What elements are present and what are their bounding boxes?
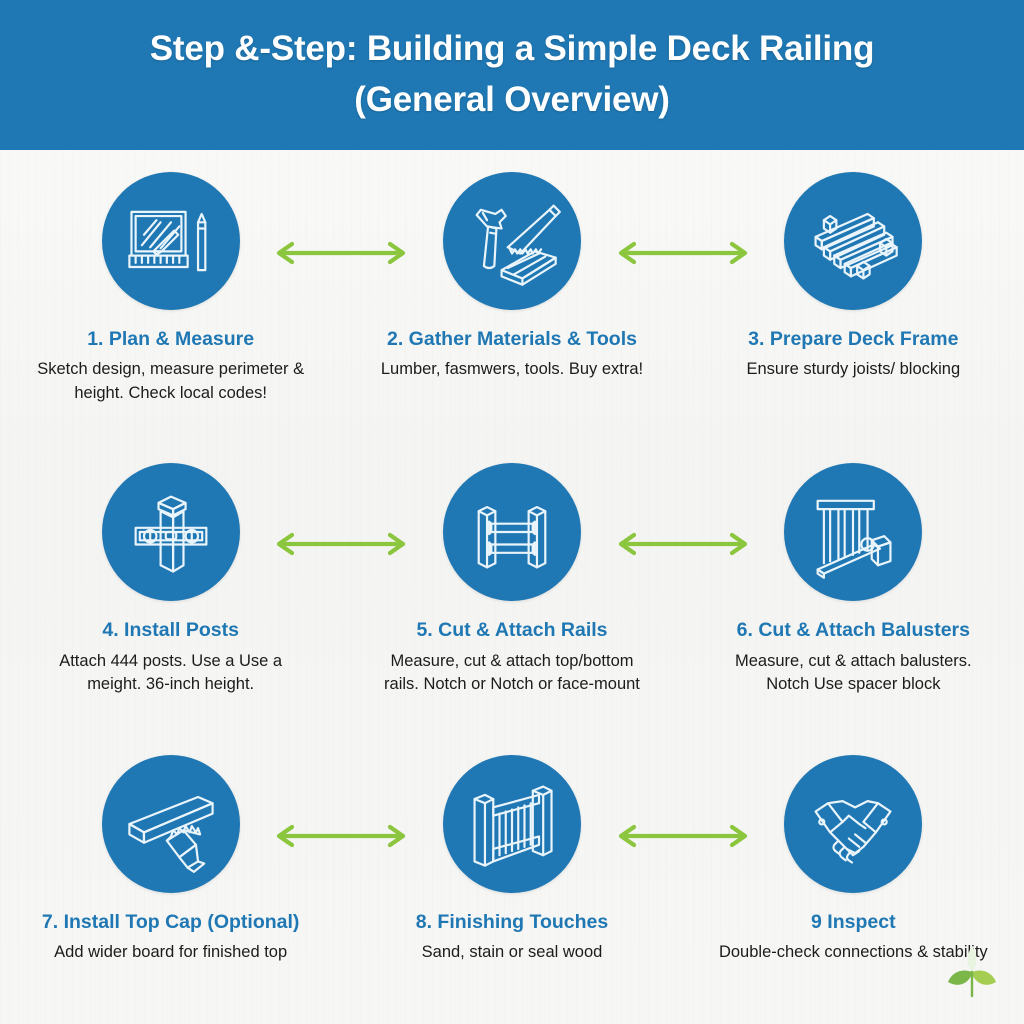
step-1-title: 1. Plan & Measure — [87, 328, 255, 350]
page-title: Step &-Step: Building a Simple Deck Rail… — [110, 24, 915, 126]
step-card-1[interactable]: 1. Plan & Measure Sketch design, measure… — [0, 150, 406, 441]
step-card-5[interactable]: 5. Cut & Attach Rails Measure, cut & att… — [341, 441, 747, 732]
blueprint-ruler-pencil-icon — [127, 210, 207, 272]
step-1-icon-circle — [101, 172, 240, 310]
page-title-line-1: Step &-Step: Building a Simple Deck Rail… — [149, 29, 875, 69]
leaf-logo-icon — [948, 946, 996, 998]
handshake-icon — [814, 799, 892, 864]
two-posts-with-rails-icon — [477, 506, 547, 569]
step-5-title: 5. Cut & Attach Rails — [416, 619, 608, 642]
step-3-description: Ensure sturdy joists/ blocking — [746, 360, 961, 379]
step-card-2[interactable]: 2. Gather Materials & Tools Lumber, fasm… — [341, 150, 747, 441]
step-2-icon-circle — [442, 172, 581, 310]
step-8-title: 8. Finishing Touches — [415, 910, 609, 933]
hammer-saw-lumber-icon — [475, 204, 561, 286]
step-card-9[interactable]: 9 Inspect Double-check connections & sta… — [683, 733, 1024, 1024]
step-6-icon-circle — [784, 463, 923, 602]
step-8-icon-circle — [442, 754, 581, 893]
post-with-level-icon — [134, 495, 208, 573]
finished-railing-icon — [473, 785, 553, 867]
page-title-line-2: (General Overview) — [354, 80, 670, 119]
step-2-description: Lumber, fasmwers, tools. Buy extra! — [380, 360, 644, 379]
step-9-description: Double-check connections & stability — [718, 943, 988, 962]
top-cap-board-brush-icon — [127, 795, 214, 873]
step-6-description: Measure, cut & attach balusters. Notch U… — [735, 651, 972, 694]
step-card-3[interactable]: 3. Prepare Deck Frame Ensure sturdy jois… — [683, 150, 1024, 441]
step-card-6[interactable]: 6. Cut & Attach Balusters Measure, cut &… — [683, 441, 1024, 732]
step-card-8[interactable]: 8. Finishing Touches Sand, stain or seal… — [341, 733, 747, 1024]
step-5-icon-circle — [442, 463, 581, 602]
step-9-icon-circle — [784, 754, 923, 893]
step-9-title: 9 Inspect — [811, 910, 896, 933]
step-4-icon-circle — [101, 463, 240, 602]
step-4-title: 4. Install Posts — [102, 619, 239, 642]
step-card-4[interactable]: 4. Install Posts Attach 444 posts. Use a… — [0, 441, 406, 732]
step-7-description: Add wider board for finished top — [54, 943, 288, 962]
step-6-title: 6. Cut & Attach Balusters — [736, 619, 970, 642]
step-5-description: Measure, cut & attach top/bottom rails. … — [384, 651, 640, 694]
step-7-title: 7. Install Top Cap (Optional) — [41, 910, 300, 933]
step-1-description: Sketch design, measure perimeter & heigh… — [37, 360, 305, 402]
step-card-7[interactable]: 7. Install Top Cap (Optional) Add wider … — [0, 733, 406, 1024]
brand-logo — [942, 942, 1002, 1002]
step-3-title: 3. Prepare Deck Frame — [748, 328, 959, 350]
step-2-title: 2. Gather Materials & Tools — [387, 328, 637, 350]
header-banner: Step &-Step: Building a Simple Deck Rail… — [0, 0, 1024, 150]
balusters-spacer-block-icon — [816, 500, 892, 580]
deck-joists-icon — [814, 212, 899, 280]
step-4-description: Attach 444 posts. Use a Use a meight. 36… — [59, 651, 283, 694]
step-7-icon-circle — [101, 754, 240, 893]
step-8-description: Sand, stain or seal wood — [421, 943, 603, 962]
steps-grid: 1. Plan & Measure Sketch design, measure… — [0, 150, 1024, 1024]
step-3-icon-circle — [784, 172, 923, 310]
